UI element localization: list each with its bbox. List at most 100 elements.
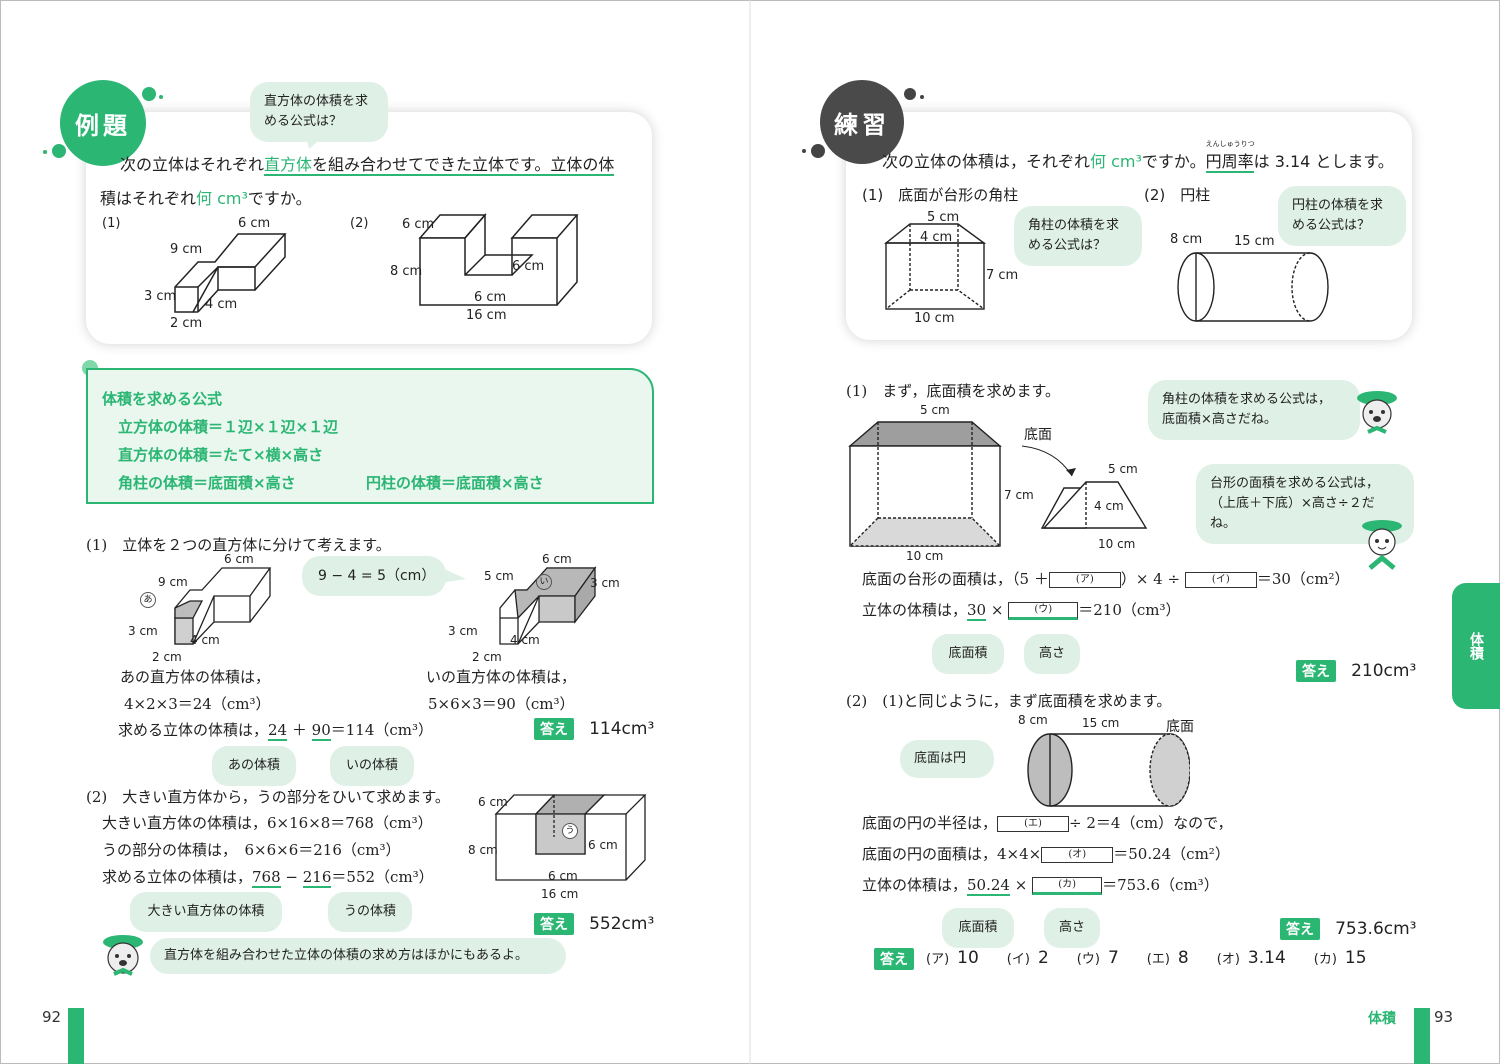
formula-title: 体積を求める公式 bbox=[102, 390, 223, 408]
sol2-line1: 大きい直方体の体積は，6×16×8＝768（cm³） bbox=[102, 814, 433, 832]
blank-d[interactable]: (エ) bbox=[997, 816, 1070, 832]
dim: 3 cm bbox=[144, 289, 177, 304]
answer-key: (オ) bbox=[1216, 952, 1240, 967]
sol1-answer: 答え 114cm³ bbox=[534, 718, 654, 740]
blank-e[interactable]: (オ) bbox=[1041, 847, 1114, 863]
answer-value: 8 bbox=[1177, 948, 1189, 968]
answer-key: (イ) bbox=[1006, 952, 1030, 967]
dim: 6 cm bbox=[402, 217, 435, 232]
answer-value: 15 bbox=[1344, 948, 1367, 968]
dim: 7 cm bbox=[986, 268, 1019, 283]
side-tab-volume[interactable]: 体積 bbox=[1452, 583, 1500, 709]
answers-items: (ア)10(イ)2(ウ)7(エ)8(オ)3.14(カ)15 bbox=[926, 948, 1406, 968]
pill-big-cuboid: 大きい直方体の体積 bbox=[130, 892, 282, 932]
mascot-dog-icon bbox=[1357, 391, 1397, 434]
blank-f[interactable]: (カ) bbox=[1032, 877, 1103, 895]
answer-key: (ウ) bbox=[1076, 952, 1100, 967]
practice-label-2: (2) 円柱 bbox=[1144, 186, 1211, 204]
sol2-line3: 求める立体の体積は，768 − 216＝552（cm³） bbox=[102, 868, 434, 888]
dim: 5 cm bbox=[927, 210, 960, 225]
p-sol1-line1: 底面の台形の面積は，（5 ＋(ア)）× 4 ÷ (イ)＝30（cm²） bbox=[862, 570, 1350, 588]
bubble-prism-hint: 角柱の体積を求める公式は， 底面積×高さだね。 bbox=[1148, 380, 1360, 440]
figure-l-shape bbox=[174, 233, 287, 313]
page-number-left: 92 bbox=[42, 1008, 62, 1026]
bubble-line: 円柱の体積を求 bbox=[1292, 198, 1384, 213]
dim: 5 cm bbox=[1108, 462, 1138, 476]
dim: 5 cm bbox=[920, 403, 950, 417]
badge-decoration-dots bbox=[802, 88, 924, 158]
answer-value: 7 bbox=[1107, 948, 1119, 968]
p-sol2-figure bbox=[1027, 733, 1190, 807]
practice-badge: 練習 bbox=[820, 80, 904, 164]
practice-problem: 次の立体の体積は，それぞれ何 cm³ですか。えんしゅうりつ円周率は 3.14 と… bbox=[882, 140, 1394, 173]
sol1-figure-a bbox=[174, 567, 272, 645]
dim: 8 cm bbox=[468, 843, 498, 857]
bubble-cuboid-formula: 直方体の体積を求 める公式は？ bbox=[250, 82, 388, 142]
p-sol1-answer: 答え 210cm³ bbox=[1296, 660, 1416, 682]
dim: 6 cm bbox=[542, 552, 572, 566]
formula-prism: 角柱の体積＝底面積×高さ bbox=[118, 474, 296, 492]
mark-u: う bbox=[562, 823, 578, 839]
dim: 2 cm bbox=[170, 316, 203, 331]
blank-b[interactable]: (イ) bbox=[1184, 572, 1257, 588]
bubble-other-ways: 直方体を組み合わせた立体の体積の求め方はほかにもあるよ。 bbox=[150, 938, 566, 974]
bubble-tail bbox=[440, 567, 466, 583]
footer-section-label: 体積 bbox=[1368, 1011, 1396, 1027]
bubble-line: （上底＋下底）×高さ÷２だね。 bbox=[1210, 496, 1375, 531]
dim: 15 cm bbox=[1234, 234, 1275, 249]
sol2-line2: うの部分の体積は， 6×6×6＝216（cm³） bbox=[102, 841, 401, 859]
dim: 16 cm bbox=[541, 887, 579, 901]
pill-base-area: 底面積 bbox=[932, 634, 1004, 674]
answer-item: (エ) 8 bbox=[1147, 948, 1189, 968]
dim: 4 cm bbox=[510, 633, 540, 647]
example-badge: 例題 bbox=[60, 80, 146, 166]
p-sol2-line2: 底面の円の面積は，4×4×(オ)＝50.24（cm²） bbox=[862, 845, 1230, 863]
dim: 5 cm bbox=[484, 569, 514, 583]
practice-label-1: (1) 底面が台形の角柱 bbox=[862, 186, 1019, 204]
dim: 8 cm bbox=[1018, 713, 1048, 727]
formula-cylinder: 円柱の体積＝底面積×高さ bbox=[366, 474, 544, 492]
dim: 6 cm bbox=[588, 838, 618, 852]
p-sol2-line3: 立体の体積は，50.24 × (カ)＝753.6（cm³） bbox=[862, 876, 1219, 896]
p-sol1-line2: 立体の体積は，30 × (ウ)＝210（cm³） bbox=[862, 601, 1181, 621]
sol1-a-label: あの直方体の体積は， bbox=[120, 668, 271, 686]
mark-a: あ bbox=[140, 592, 156, 608]
dim: 10 cm bbox=[914, 311, 955, 326]
mascot-girl-icon bbox=[1362, 520, 1402, 570]
dim: 4 cm bbox=[1094, 499, 1124, 513]
answer-value: 3.14 bbox=[1247, 948, 1286, 968]
dim: 4 cm bbox=[190, 633, 220, 647]
base-label: 底面 bbox=[1166, 719, 1194, 735]
dim: 4 cm bbox=[205, 297, 238, 312]
answer-item: (オ) 3.14 bbox=[1217, 948, 1286, 968]
sol2-figure bbox=[494, 794, 647, 881]
ruby: えんしゅうりつ bbox=[1205, 140, 1255, 148]
blank-a[interactable]: (ア) bbox=[1048, 572, 1121, 588]
dim: 16 cm bbox=[466, 308, 507, 323]
sol1-intro: (1) 立体を２つの直方体に分けて考えます。 bbox=[86, 536, 391, 554]
sol2-answer: 答え 552cm³ bbox=[534, 913, 654, 935]
figure-u-shape bbox=[418, 212, 579, 306]
dim: 8 cm bbox=[390, 264, 423, 279]
example-problem: 次の立体はそれぞれ直方体を組み合わせてできた立体です。立体の体 積はそれぞれ何 … bbox=[100, 155, 615, 208]
dim: 3 cm bbox=[128, 624, 158, 638]
formula-cube: 立方体の体積＝１辺×１辺×１辺 bbox=[118, 418, 339, 436]
pill-height: 高さ bbox=[1024, 634, 1080, 674]
bubble-trapezoid-hint: 台形の面積を求める公式は， （上底＋下底）×高さ÷２だね。 bbox=[1196, 464, 1414, 544]
answer-key: (エ) bbox=[1146, 952, 1170, 967]
pill-height: 高さ bbox=[1044, 908, 1100, 948]
dim: 10 cm bbox=[1098, 537, 1136, 551]
blank-c[interactable]: (ウ) bbox=[1008, 602, 1079, 620]
answers-row: 答え bbox=[874, 948, 914, 970]
p-sol2-answer: 答え 753.6cm³ bbox=[1280, 918, 1416, 940]
p-sol1-intro: (1) まず，底面積を求めます。 bbox=[846, 382, 1060, 400]
answer-item: (イ)2 bbox=[1007, 948, 1049, 968]
practice-figure-cylinder bbox=[1177, 252, 1329, 322]
answer-value: 10 bbox=[957, 948, 979, 968]
bubble-line: 台形の面積を求める公式は， bbox=[1210, 476, 1380, 491]
dim: 8 cm bbox=[1170, 232, 1203, 247]
practice-figure-prism bbox=[883, 223, 987, 310]
dim: 7 cm bbox=[1004, 488, 1034, 502]
mascot-dog-icon bbox=[103, 935, 143, 976]
pill-a-volume: あの体積 bbox=[212, 746, 296, 786]
